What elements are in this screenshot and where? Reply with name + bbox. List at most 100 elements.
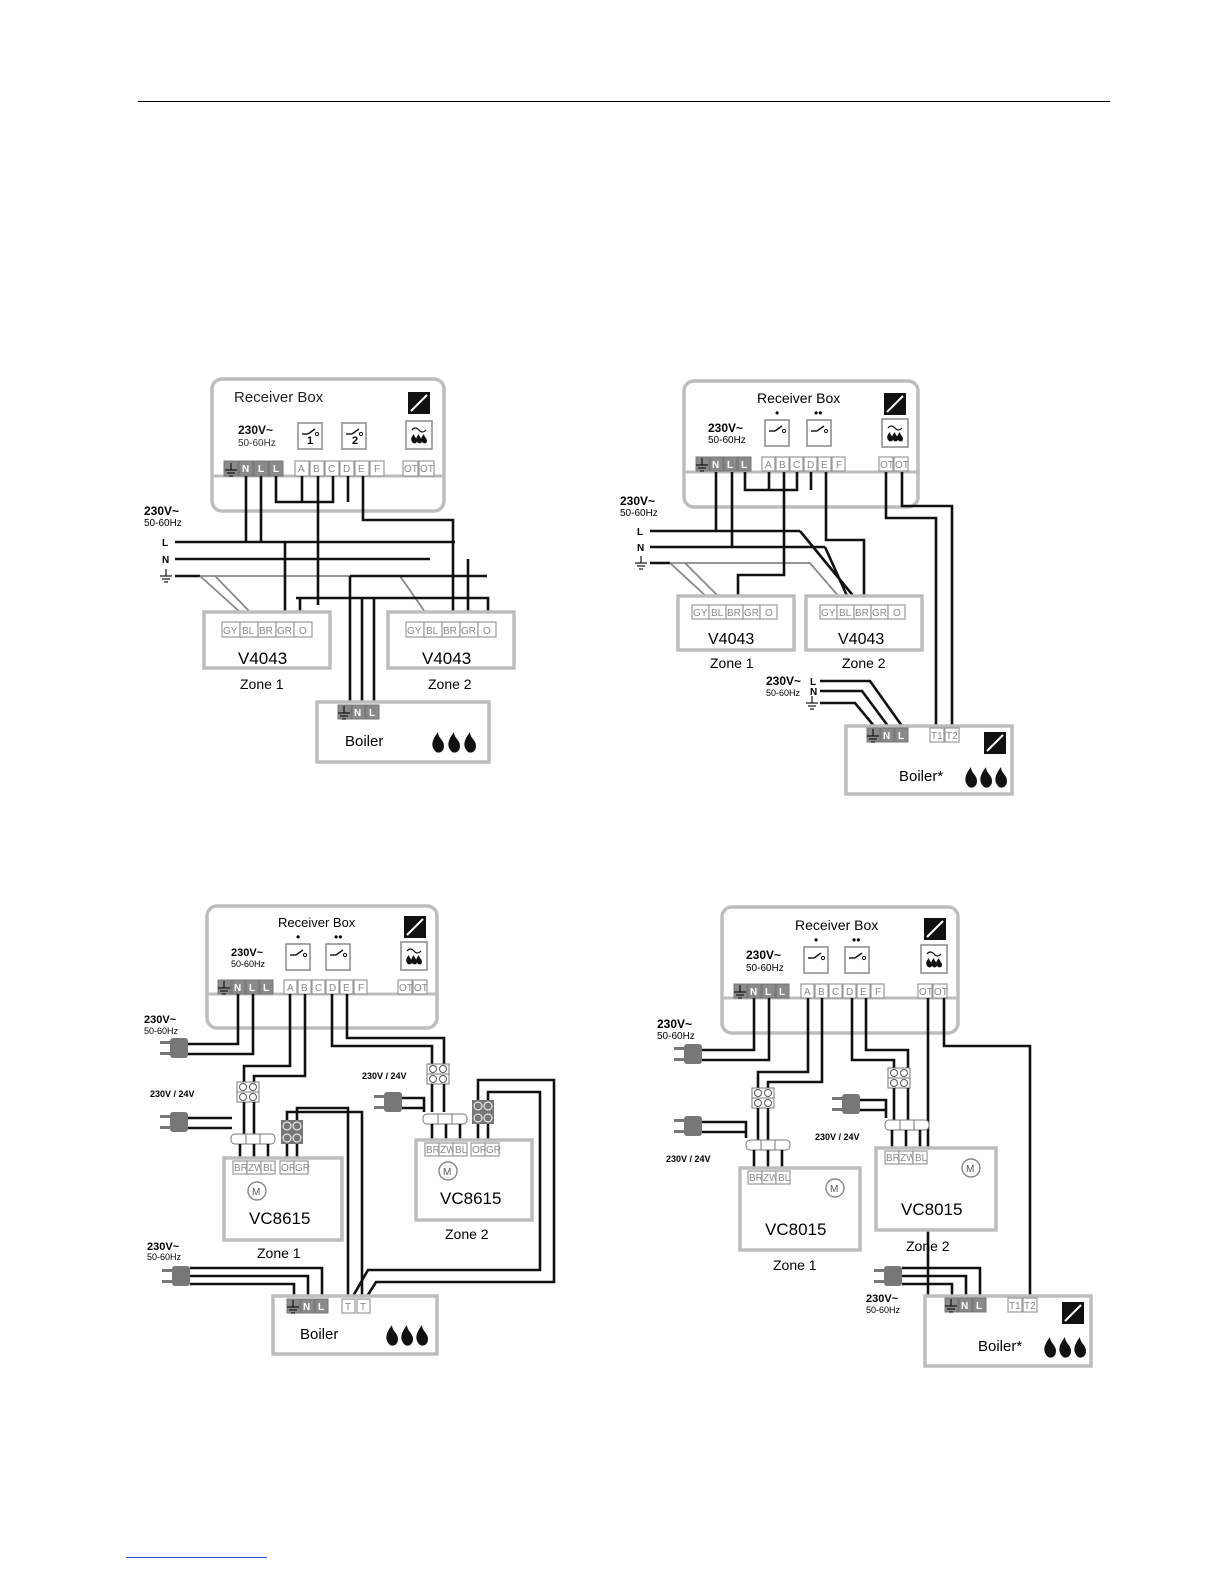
term-a: A [765,460,772,471]
connector-icon [426,1063,450,1085]
motor-label: M [443,1167,451,1178]
term-ot: OT [895,460,909,471]
term-a: A [287,983,294,994]
term-b: B [301,983,308,994]
header-rule [138,101,1110,102]
boiler-term-l: L [369,708,375,719]
vt-br: BR [886,1153,900,1164]
boiler-supply-label: 230V~ [147,1241,180,1253]
receiver-box-title: Receiver Box [757,390,840,406]
term-b: B [313,464,320,475]
plug-icon [160,1038,188,1058]
vt-gy: GY [407,626,422,637]
relay-1-label: 1 [307,435,313,447]
connector-bar-icon [230,1133,276,1145]
term-l: L [727,460,733,471]
vt-o: O [483,626,491,637]
motor-label: M [830,1184,838,1195]
connector-bar-icon [745,1139,791,1151]
boiler-term-t2: T2 [946,731,958,742]
line-n-label: N [637,543,644,554]
receiver-box [682,379,920,509]
vt-zw: ZW [900,1153,916,1164]
boiler-supply-label: 230V~ [866,1293,899,1305]
vt-br: BR [443,626,457,637]
valve-terminals: GY BL BR GR O GY BL BR GR O [691,604,906,620]
term-c: C [328,464,335,475]
dot-2-label: •• [334,930,342,944]
term-d: D [846,987,853,998]
connector-icon [751,1087,775,1109]
vt-br: BR [855,608,869,619]
vt-bl: BL [263,1163,276,1174]
mains-supply-label: 230V~ [657,1017,692,1031]
term-e: E [860,987,867,998]
motor-icon [825,1178,845,1198]
relay-switch-icon [844,946,870,974]
boiler-supply-label: 230V~ [766,674,801,688]
term-l: L [273,464,279,475]
valve-terminals: GY BL BR GR O GY BL BR GR O [221,621,497,638]
mains-freq-label: 50-60Hz [144,518,182,529]
vt-gy: GY [223,626,238,637]
dot-2-label: •• [852,933,860,947]
boiler-label: Boiler [300,1326,338,1343]
connector-bar-icon [884,1119,930,1131]
boiler-term-t: T [345,1302,351,1313]
transformer-label: 230V / 24V [150,1089,195,1099]
relay-switch-icon [764,419,790,447]
boiler-line-n: N [810,687,817,698]
vt-bl: BL [242,626,255,637]
plug-icon [674,1044,702,1064]
term-ot: OT [880,460,894,471]
motor-icon [247,1181,267,1201]
zone-1-label: Zone 1 [257,1245,301,1261]
receiver-box [720,905,960,1035]
diagram-vc8615-boiler: Receiver Box • •• 230V~ 50-60Hz N L L A … [144,904,556,1356]
relay-switch-icon [803,946,829,974]
brand-logo-icon [923,917,947,941]
term-f: F [374,464,380,475]
vt-br: BR [749,1173,763,1184]
valve-model-label: V4043 [708,631,754,648]
term-c: C [793,460,800,471]
zone-2-label: Zone 2 [842,655,886,671]
transformer-label: 230V / 24V [666,1154,711,1164]
connector-icon [236,1081,260,1103]
dot-1-label: • [814,933,818,947]
mains-freq-label: 50-60Hz [144,1026,179,1036]
opentherm-icon [405,420,433,450]
term-e: E [343,983,350,994]
term-l: L [765,987,771,998]
valve-model-label: V4043 [838,631,884,648]
vt-gr: GR [486,1145,501,1156]
zone-2-label: Zone 2 [445,1226,489,1242]
vt-bl: BL [455,1145,468,1156]
vt-bl: BL [711,608,724,619]
vt-zw: ZW [248,1163,264,1174]
valve-zone2 [874,1146,998,1232]
zone-1-label: Zone 1 [710,655,754,671]
term-l: L [249,983,255,994]
plug-icon [832,1094,860,1114]
valve-model-label: VC8615 [440,1189,501,1208]
boiler-term-n: N [961,1301,968,1312]
connector-icon [887,1067,911,1089]
boiler-freq-label: 50-60Hz [766,688,801,698]
boiler-term-t1: T1 [1009,1301,1021,1312]
diagram-v4043-boiler: Receiver Box 230V~ 50-60Hz 1 2 N L L A B… [144,377,516,764]
line-l-label: L [162,538,168,549]
vt-br: BR [426,1145,440,1156]
mains-freq-label: 50-60Hz [620,508,658,519]
motor-icon [961,1158,981,1178]
vt-gy: GY [821,608,836,619]
boiler-term-n: N [303,1302,310,1313]
term-a: A [804,987,811,998]
valve-model-label: V4043 [238,649,287,668]
supply-label: 230V~ [238,423,273,437]
freq-label: 50-60Hz [746,963,784,974]
boiler-freq-label: 50-60Hz [147,1252,182,1262]
vt-o: O [893,608,901,619]
freq-label: 50-60Hz [231,959,266,969]
